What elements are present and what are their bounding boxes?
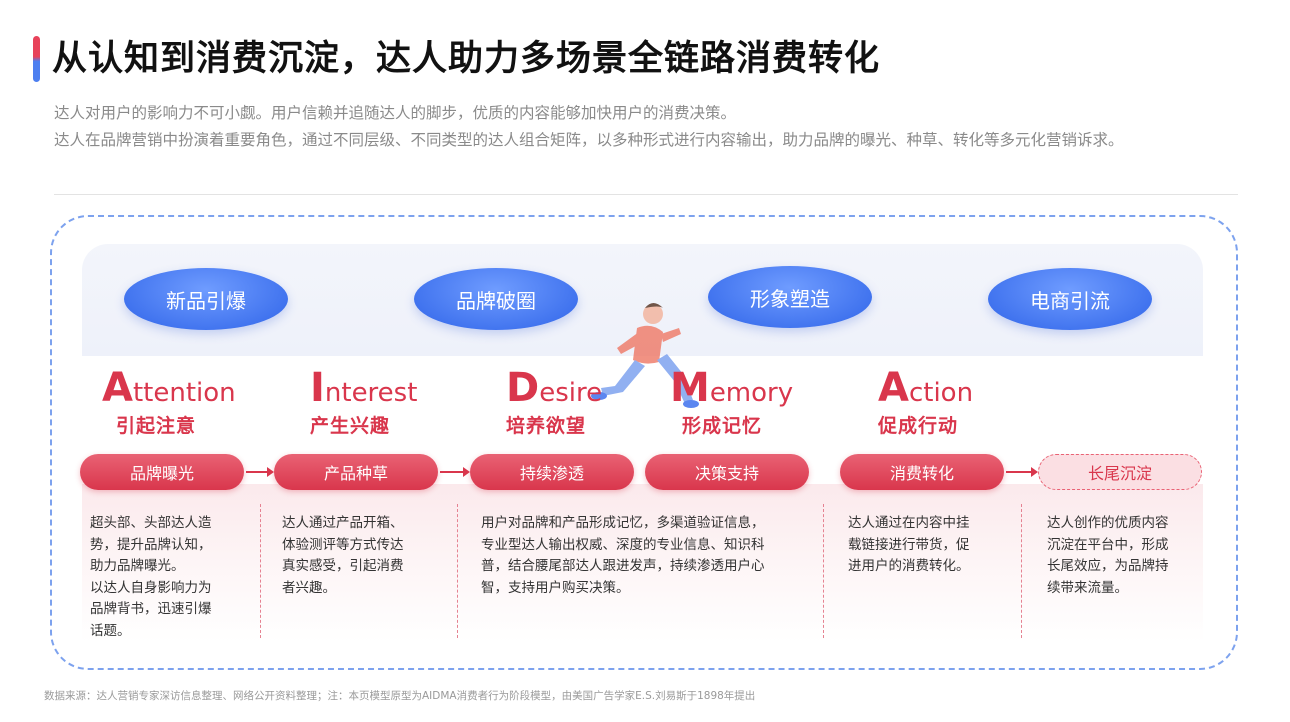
description-line-1: 达人对用户的影响力不可小觑。用户信赖并追随达人的脚步，优质的内容能够加快用户的消… (54, 104, 737, 122)
stage-attention-cn: 引起注意 (116, 415, 197, 437)
step-text-product-seeding: 达人通过产品开箱、体验测评等方式传达真实感受，引起消费者兴趣。 (282, 515, 404, 596)
running-person-illustration (591, 303, 699, 408)
title-accent-bar (33, 36, 40, 82)
stage-attention: Attention 引起注意 (102, 365, 236, 438)
step-long-tail-retention: 长尾沉淀 (1038, 454, 1202, 490)
stage-attention-en: Attention (102, 365, 236, 411)
stage-desire-cn: 培养欲望 (506, 415, 587, 437)
step-text-long-tail-retention: 达人创作的优质内容沉淀在平台中，形成长尾效应，为品牌持续带来流量。 (1047, 515, 1169, 596)
step-brand-exposure: 品牌曝光 (80, 454, 244, 490)
goal-new-product-launch: 新品引爆 (124, 268, 288, 330)
goal-image-building: 形象塑造 (708, 266, 872, 328)
step-product-seeding: 产品种草 (274, 454, 438, 490)
stage-action: Action 促成行动 (878, 365, 974, 438)
stage-action-cn: 促成行动 (878, 415, 959, 437)
goal-ecommerce-traffic: 电商引流 (988, 268, 1152, 330)
stage-memory: Memory 形成记忆 (670, 365, 794, 438)
step-consumption-conversion: 消费转化 (840, 454, 1004, 490)
divider (54, 194, 1238, 195)
flow-arrow (1006, 467, 1038, 477)
column-separator (260, 504, 261, 638)
stage-action-en: Action (878, 365, 974, 411)
page-title: 从认知到消费沉淀，达人助力多场景全链路消费转化 (52, 39, 881, 79)
stage-desire: Desire 培养欲望 (506, 365, 603, 438)
step-text-consumption-conversion: 达人通过在内容中挂载链接进行带货，促进用户的消费转化。 (848, 515, 970, 574)
stage-interest-cn: 产生兴趣 (310, 415, 391, 437)
stage-interest: Interest 产生兴趣 (310, 365, 418, 438)
step-text-penetration-decision: 用户对品牌和产品形成记忆，多渠道验证信息，专业型达人输出权威、深度的专业信息、知… (481, 515, 765, 596)
column-separator (457, 504, 458, 638)
stage-memory-cn: 形成记忆 (682, 415, 763, 437)
flow-arrow (440, 467, 470, 477)
description-line-2: 达人在品牌营销中扮演着重要角色，通过不同层级、不同类型的达人组合矩阵，以多种形式… (54, 131, 1124, 149)
column-separator (823, 504, 824, 638)
stage-desire-en: Desire (506, 365, 603, 411)
step-text-brand-exposure: 超头部、头部达人造势，提升品牌认知，助力品牌曝光。 以达人自身影响力为品牌背书，… (90, 515, 212, 639)
step-continuous-penetration: 持续渗透 (470, 454, 634, 490)
page-description: 达人对用户的影响力不可小觑。用户信赖并追随达人的脚步，优质的内容能够加快用户的消… (54, 100, 1239, 154)
footnote-source: 数据来源：达人营销专家深访信息整理、网络公开资料整理；注：本页模型原型为AIDM… (44, 690, 756, 702)
diagram-frame (50, 215, 1238, 670)
step-decision-support: 决策支持 (645, 454, 809, 490)
column-separator (1021, 504, 1022, 638)
stage-memory-en: Memory (670, 365, 794, 411)
stage-interest-en: Interest (310, 365, 418, 411)
step-description-area (82, 484, 1203, 642)
flow-arrow (246, 467, 274, 477)
goal-brand-breakout: 品牌破圈 (414, 268, 578, 330)
